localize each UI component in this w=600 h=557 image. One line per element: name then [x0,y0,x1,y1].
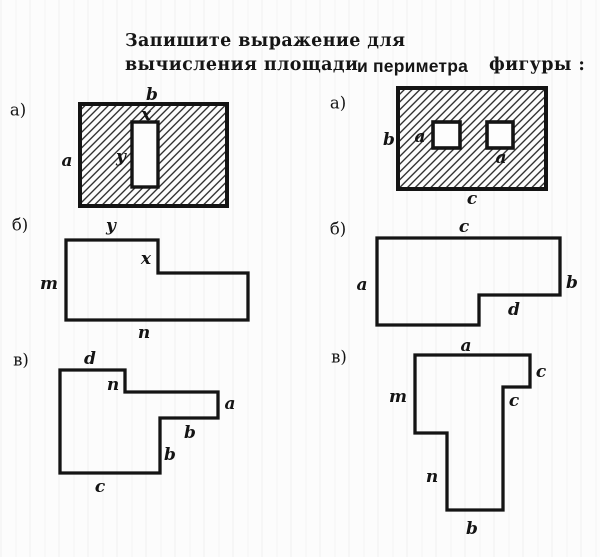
dim-label-n-bottom: n [137,323,151,343]
dim-label-d-top: d [84,349,96,369]
figure-right-a-hatched-rectangle [396,86,548,191]
dim-label-n-notch: n [106,375,120,395]
dim-label-c-step-inner: c [508,391,520,411]
figure-right-v-stepped-shape [413,353,532,512]
marker-left-a: а) [9,100,27,120]
dim-label-a-arm-end: a [224,394,236,414]
dim-label-b-step-side: b [164,445,176,465]
dim-label-c-top: c [458,217,470,237]
marker-right-v: в) [331,347,347,367]
dim-label-x-hole-width: x [140,105,152,125]
dim-label-a-square-1: a [414,127,426,147]
figure-left-a-rect-hole [130,120,160,189]
dim-label-b-width: b [146,85,158,105]
dim-label-y-hole-height: y [116,147,126,167]
marker-right-b: б) [329,219,347,239]
dim-label-c-width: c [466,189,478,209]
marker-right-a: а) [329,93,347,113]
title-line-1: Запишите выражение для [125,31,406,51]
dim-label-c-step-right: c [535,362,547,382]
marker-left-b: б) [11,215,29,235]
dim-label-b-bottom: b [466,519,478,539]
figure-left-v-stepped-shape [58,368,220,475]
marker-left-v: в) [13,350,29,370]
dim-label-b-arm-bottom: b [184,423,196,443]
title-line-2: вычисления площади [125,55,359,75]
figure-left-b-l-shape [64,238,250,322]
figure-right-b-l-shape [375,236,562,327]
dim-label-d-step: d [508,300,520,320]
dim-label-b-height: b [383,130,395,150]
dim-label-n-lower-left: n [425,467,439,487]
dim-label-m-left-side: m [389,387,407,407]
dim-label-a-square-2: a [495,148,507,168]
dim-label-a-left: a [356,275,368,295]
dim-label-b-right: b [566,273,578,293]
dim-label-c-bottom: c [94,477,106,497]
figure-right-a-square-hole-2 [485,120,515,150]
dim-label-x-step: x [140,249,152,269]
dim-label-m-left: m [40,274,58,294]
dim-label-a-height: a [61,151,73,171]
title-line-2-sans: и периметра [357,56,469,76]
dim-label-a-top: a [460,336,472,356]
title-line-2-tail: фигуры : [489,55,586,75]
dim-label-y-top: y [106,216,116,236]
figure-right-a-square-hole-1 [431,120,462,150]
